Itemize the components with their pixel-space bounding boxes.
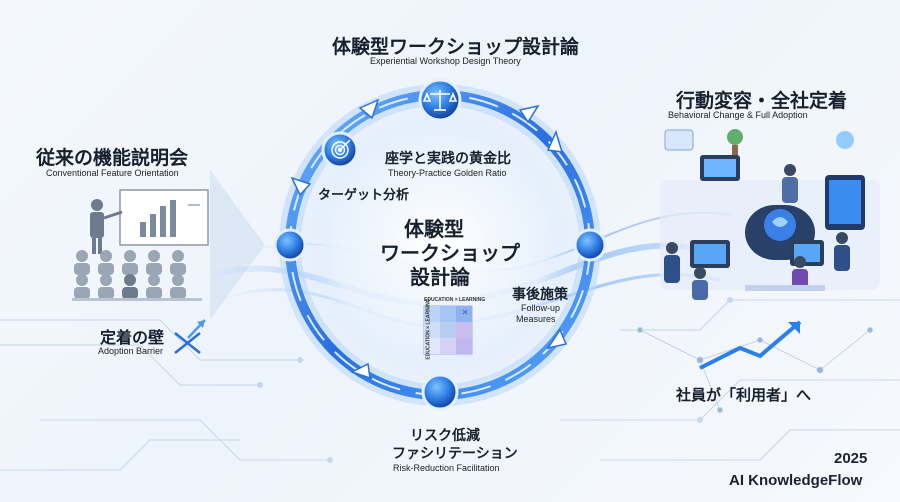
stage-ratio-jp: 座学と実践の黄金比: [385, 151, 511, 167]
ring-arrows: [290, 98, 568, 380]
left-title-en: Conventional Feature Orientation: [46, 168, 179, 178]
barrier-en: Adoption Barrier: [98, 346, 164, 356]
stage-risk-jp1: リスク低減: [410, 428, 480, 444]
top-title-jp: 体験型ワークショップ設計論: [332, 36, 580, 58]
stage-risk-en: Risk-Reduction Facilitation: [393, 463, 500, 473]
center-line3: 設計論: [410, 265, 470, 289]
right-title-en: Behavioral Change & Full Adoption: [668, 110, 808, 120]
footer-brand: AI KnowledgeFlow: [729, 472, 863, 489]
center-line1: 体験型: [404, 217, 464, 241]
footer-year: 2025: [834, 450, 868, 467]
stage-followup-jp: 事後施策: [512, 287, 568, 303]
stage-followup-en1: Follow-up: [521, 303, 561, 313]
left-title-jp: 従来の機能説明会: [36, 147, 189, 169]
stage-risk-jp2: ファシリテーション: [392, 446, 518, 462]
matrix-top-label: EDUCATION × LEARNING: [424, 297, 486, 303]
right-caption-jp: 社員が「利用者」へ: [676, 386, 812, 404]
presentation-illustration: [72, 189, 209, 301]
center-line2: ワークショップ: [380, 241, 520, 265]
stage-ratio-en: Theory-Practice Golden Ratio: [388, 168, 507, 178]
matrix-side-label: EDUCATION × LEARNING: [425, 298, 432, 360]
stage-followup-en2: Measures: [516, 314, 556, 324]
stage-target-jp: ターゲット分析: [318, 188, 410, 203]
target-icon: [331, 139, 351, 159]
right-title-jp: 行動変容・全社定着: [676, 90, 848, 112]
scales-icon: [422, 90, 458, 111]
node-bottom: [421, 373, 459, 411]
network-graph: [637, 327, 873, 413]
circuit-lines: [0, 297, 900, 471]
top-title-en: Experiential Workshop Design Theory: [370, 56, 521, 66]
barrier-icon: [174, 319, 206, 354]
barrier-jp: 定着の壁: [100, 328, 165, 347]
flow-arrow-shape: [210, 170, 265, 320]
office-illustration: [660, 129, 880, 300]
education-matrix: [423, 305, 473, 355]
center-glow: [290, 95, 590, 395]
node-right: [573, 228, 607, 262]
growth-arrow: [699, 320, 802, 370]
node-left: [273, 228, 307, 262]
